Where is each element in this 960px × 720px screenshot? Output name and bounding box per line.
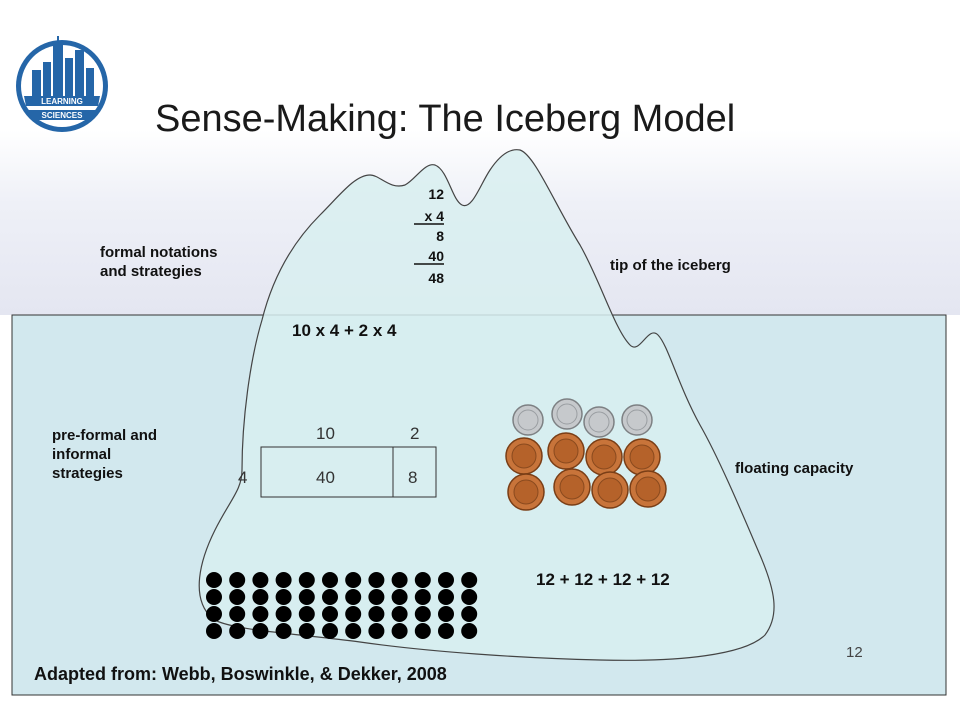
dime-coin-rim	[588, 411, 610, 433]
expanded-expression: 10 x 4 + 2 x 4	[292, 321, 397, 340]
dime-coin-rim	[556, 403, 578, 425]
penny-coin-face	[591, 444, 617, 470]
dot	[438, 589, 454, 605]
dot	[461, 606, 478, 622]
algorithm-line-12: 12	[428, 186, 444, 202]
dot-array	[206, 572, 478, 639]
label-formal-line1: formal notations	[100, 244, 218, 261]
area-cell-left: 40	[316, 468, 335, 487]
dot	[322, 623, 338, 639]
dot	[252, 623, 269, 639]
dot	[252, 572, 269, 588]
dot	[322, 606, 338, 622]
penny-coin-face	[559, 474, 585, 500]
dot	[438, 606, 454, 622]
dot	[206, 589, 222, 605]
algorithm-line-40: 40	[428, 248, 444, 264]
penny-coin-face	[511, 443, 537, 469]
dot	[391, 606, 408, 622]
area-top-right: 2	[410, 424, 420, 443]
area-model-box	[260, 446, 437, 498]
dime-coin-rim	[626, 409, 648, 431]
label-preformal: pre-formal and informal strategies	[52, 426, 157, 483]
learning-sciences-logo: LEARNING SCIENCES	[16, 36, 108, 132]
label-preformal-line3: strategies	[52, 465, 123, 482]
label-preformal-line1: pre-formal and	[52, 427, 158, 444]
coin-group	[505, 398, 667, 511]
area-side: 4	[238, 468, 248, 487]
dot	[298, 572, 315, 588]
dime-coin	[583, 406, 615, 438]
dot	[229, 606, 246, 622]
dot	[322, 572, 338, 588]
dot	[345, 606, 362, 622]
label-tip-of-iceberg: tip of the iceberg	[610, 257, 731, 274]
label-floating-capacity: floating capacity	[735, 460, 854, 477]
dot	[438, 572, 454, 588]
dot	[391, 572, 408, 588]
dot	[229, 572, 246, 588]
label-preformal-line2: informal	[52, 446, 112, 463]
dot	[298, 606, 315, 622]
dot	[229, 623, 246, 639]
dime-coin	[621, 404, 653, 436]
algorithm-line-48: 48	[428, 270, 444, 286]
dot	[461, 589, 478, 605]
dot	[275, 572, 292, 588]
penny-coin-face	[629, 444, 655, 470]
dime-coin	[512, 404, 544, 436]
slide-number: 12	[846, 644, 863, 661]
logo-text-line1: LEARNING	[41, 97, 83, 106]
dot	[368, 572, 385, 588]
citation-footer: Adapted from: Webb, Boswinkle, & Dekker,…	[34, 664, 447, 684]
dot	[391, 589, 408, 605]
penny-coin-face	[553, 438, 579, 464]
dot	[414, 606, 431, 622]
dime-coin-rim	[517, 409, 539, 431]
dot	[206, 606, 222, 622]
dot	[391, 623, 408, 639]
penny-coin-face	[635, 476, 661, 502]
label-formal-line2: and strategies	[100, 263, 202, 280]
dot	[206, 623, 222, 639]
dot	[414, 572, 431, 588]
logo-text-line2: SCIENCES	[42, 111, 84, 120]
area-cell-right: 8	[408, 468, 418, 487]
penny-coin-face	[597, 477, 623, 503]
dot	[252, 606, 269, 622]
dot	[345, 572, 362, 588]
dot	[414, 623, 431, 639]
dot	[368, 589, 385, 605]
dot	[275, 606, 292, 622]
penny-coin-face	[513, 479, 539, 505]
dot	[461, 623, 478, 639]
dime-coin	[551, 398, 583, 430]
dot	[206, 572, 222, 588]
algorithm-line-8: 8	[436, 228, 444, 244]
dot	[368, 623, 385, 639]
dot	[252, 589, 269, 605]
dot	[345, 589, 362, 605]
dot	[414, 589, 431, 605]
dot	[345, 623, 362, 639]
dot	[275, 589, 292, 605]
dot	[229, 589, 246, 605]
repeated-addition: 12 + 12 + 12 + 12	[536, 570, 670, 589]
dot	[298, 589, 315, 605]
dot	[438, 623, 454, 639]
algorithm-line-x4: x 4	[424, 208, 444, 224]
dot	[461, 572, 478, 588]
area-top-left: 10	[316, 424, 335, 443]
dot	[298, 623, 315, 639]
dot	[322, 589, 338, 605]
dot	[368, 606, 385, 622]
slide-title: Sense-Making: The Iceberg Model	[155, 98, 736, 140]
label-formal-notations: formal notations and strategies	[100, 243, 218, 281]
dot	[275, 623, 292, 639]
iceberg-shape	[198, 149, 775, 661]
